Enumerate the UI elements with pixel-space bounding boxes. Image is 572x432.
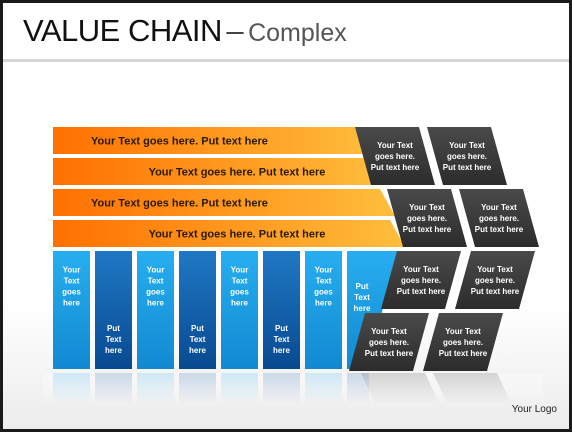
title-separator: –: [226, 13, 244, 48]
value-shape: [427, 127, 507, 185]
page-title: VALUE CHAIN – Complex: [23, 13, 347, 49]
support-column: [221, 251, 258, 369]
process-bar: [53, 220, 405, 247]
support-column: [137, 251, 174, 369]
reflection-fade: [43, 373, 543, 405]
title-main: VALUE CHAIN: [23, 13, 222, 48]
process-bar-label: Your Text goes here. Put text here: [91, 136, 268, 148]
support-column: [263, 251, 300, 369]
value-shape: [459, 189, 539, 247]
value-shape: [387, 189, 467, 247]
process-bar: [53, 189, 395, 216]
value-shape: [349, 313, 429, 371]
value-shape: [381, 251, 461, 309]
support-column: [179, 251, 216, 369]
process-bar-label: Your Text goes here. Put text here: [91, 198, 268, 210]
support-column: [305, 251, 342, 369]
support-column: [53, 251, 90, 369]
title-divider: [3, 59, 569, 62]
title-subtitle: Complex: [248, 19, 347, 47]
process-bar-label: Your Text goes here. Put text here: [149, 229, 326, 241]
support-column: [95, 251, 132, 369]
process-bar: [53, 127, 375, 154]
value-shape: [355, 127, 435, 185]
value-shape: [423, 313, 503, 371]
logo-text: Your Logo: [511, 404, 557, 415]
value-shape: [455, 251, 535, 309]
slide: VALUE CHAIN – Complex: [3, 3, 569, 429]
process-bar-label: Your Text goes here. Put text here: [149, 167, 326, 179]
process-bar: [53, 158, 385, 185]
